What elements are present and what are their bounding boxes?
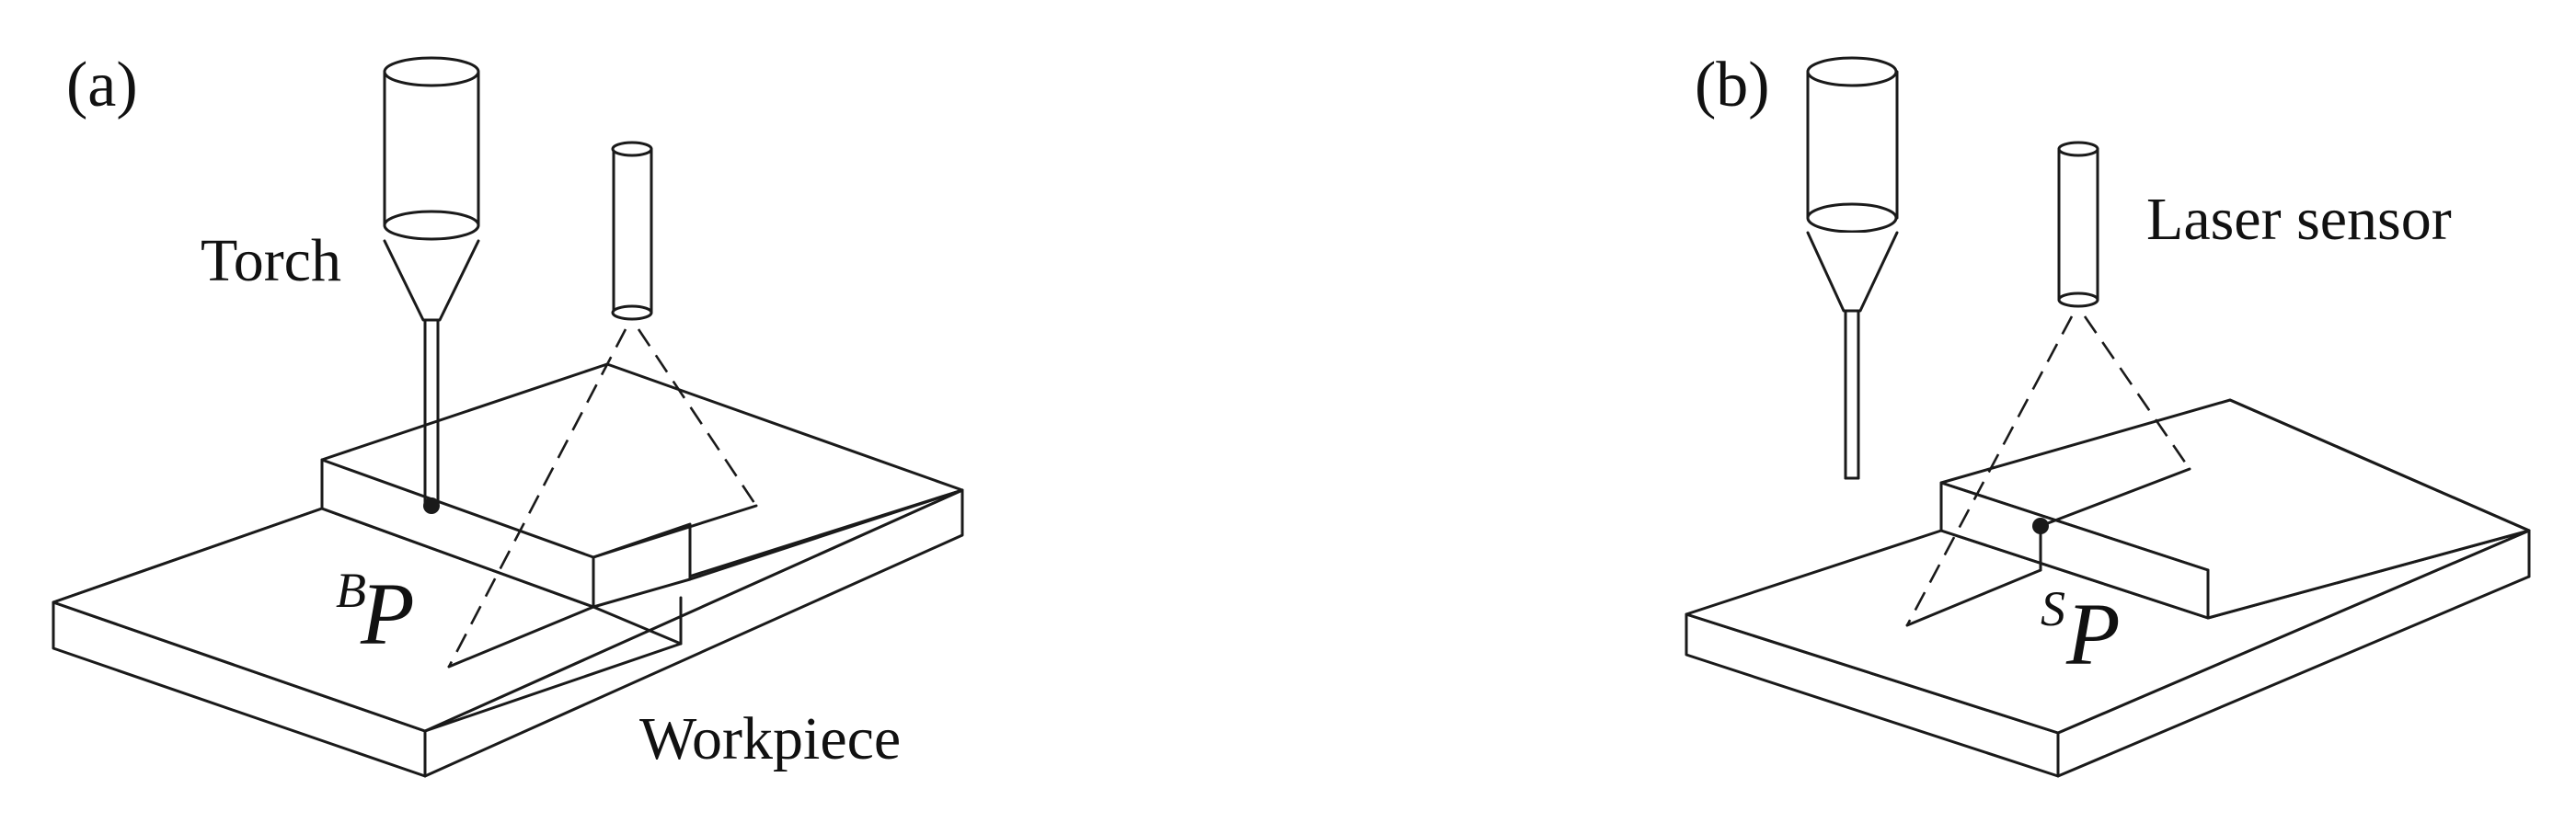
torch-body-a — [383, 70, 480, 227]
laser-stripe-b — [2039, 467, 2191, 528]
laser-sensor-label: Laser sensor — [2146, 186, 2452, 253]
weld-point-a — [423, 497, 440, 514]
panel-a: (a) — [52, 50, 964, 778]
laser-sensor-a — [611, 141, 653, 321]
step-front-edge-a — [592, 605, 683, 646]
torch-body-b — [1806, 70, 1899, 220]
step-edge-a — [688, 488, 964, 581]
sensor-top-ellipse-a — [611, 141, 653, 157]
upper-plate-right-edge-b — [2228, 398, 2531, 532]
laser-stripe-lower-b — [1905, 568, 2042, 627]
lower-top-front-edge-a — [423, 642, 683, 733]
beam-right-a — [637, 328, 758, 507]
workpiece-a — [52, 362, 964, 778]
torch-top-ellipse-b — [1806, 56, 1898, 87]
sensor-bottom-ellipse-b — [2057, 291, 2099, 308]
sensor-bottom-ellipse-a — [611, 304, 653, 321]
torch-nozzle-a — [383, 239, 480, 322]
torch-middle-ellipse-b — [1806, 202, 1898, 234]
sensor-body-a — [612, 147, 653, 314]
sensing-point-b — [2032, 518, 2049, 534]
workpiece-label: Workpiece — [639, 705, 901, 772]
point-superscript-a: B — [336, 563, 366, 618]
torch-top-ellipse-a — [383, 56, 480, 87]
laser-sensor-b — [2057, 141, 2099, 308]
laser-stripe-lower-a — [447, 605, 595, 669]
panel-b: (b) — [1685, 50, 2531, 778]
torch-label: Torch — [201, 227, 341, 294]
sensor-top-ellipse-b — [2057, 141, 2099, 157]
laser-beam-a — [447, 328, 758, 668]
workpiece-b — [1685, 398, 2531, 778]
laser-beam-b — [1905, 315, 2191, 626]
sensor-body-b — [2057, 147, 2099, 302]
beam-left-a — [447, 328, 627, 668]
panel-b-label: (b) — [1695, 50, 1770, 120]
point-superscript-b: S — [2041, 581, 2065, 636]
torch-a — [383, 56, 480, 506]
beam-left-b — [1905, 315, 2074, 626]
laser-stripe-a — [592, 504, 758, 559]
panel-a-label: (a) — [66, 50, 138, 120]
torch-middle-ellipse-a — [383, 210, 480, 241]
torch-nozzle-b — [1806, 231, 1899, 313]
torch-b — [1806, 56, 1899, 480]
point-symbol-a: P — [360, 565, 415, 663]
point-symbol-b: P — [2065, 585, 2121, 683]
